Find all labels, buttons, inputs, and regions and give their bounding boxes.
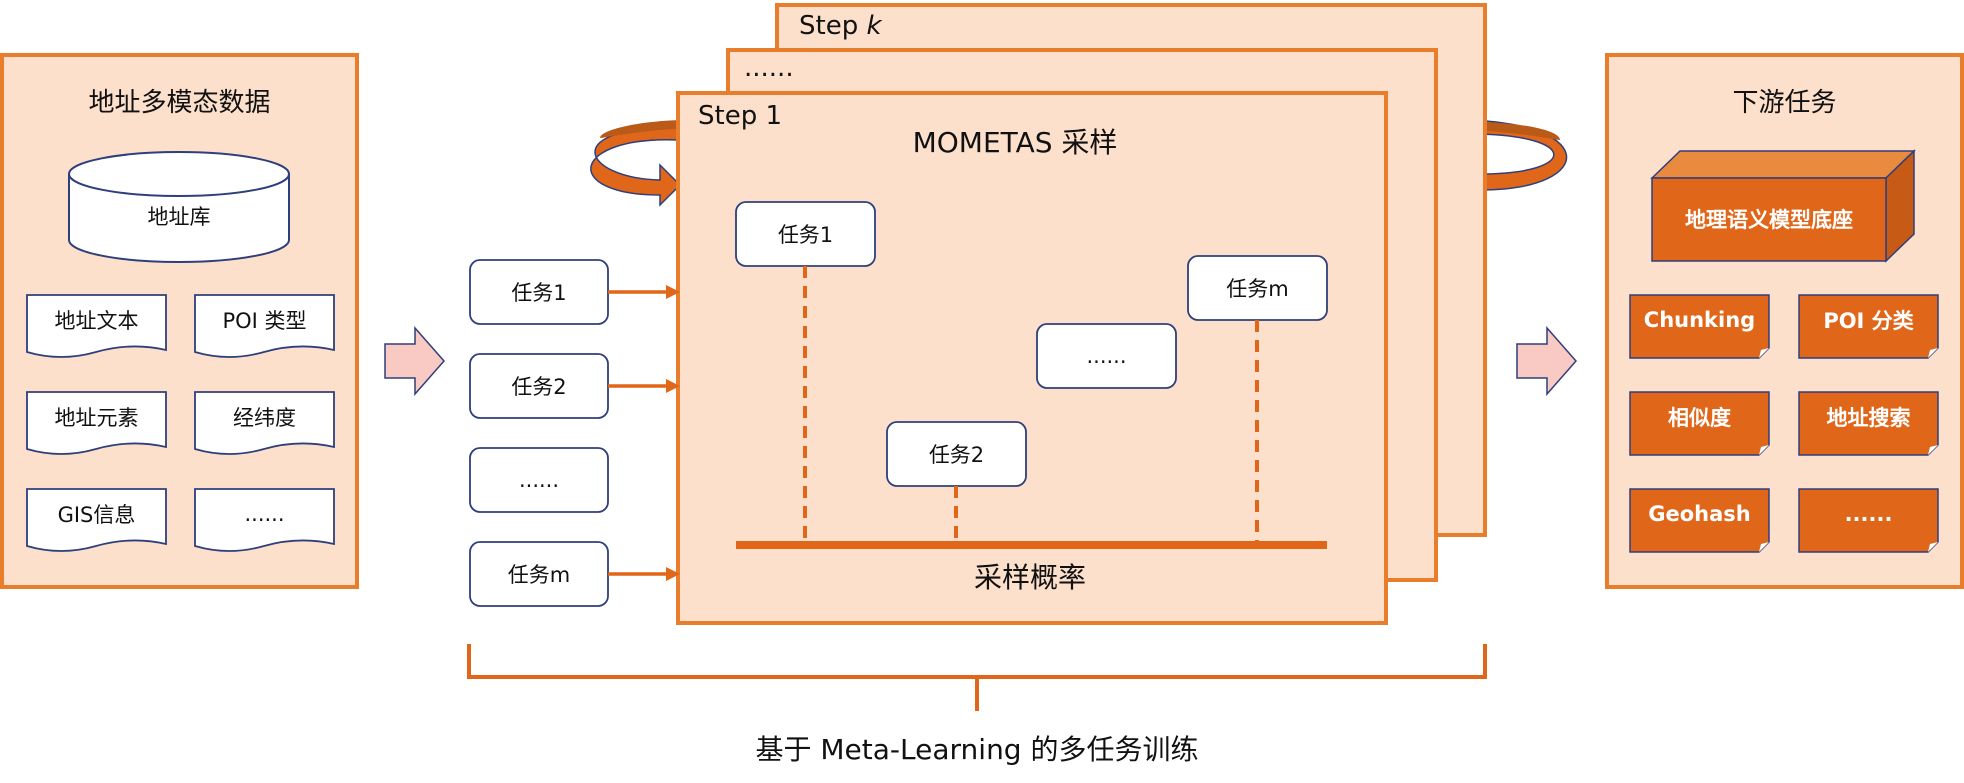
doc-label-4: 经纬度: [233, 406, 296, 430]
doc-label-2: POI 类型: [222, 309, 307, 333]
base-model-label: 地理语义模型底座: [1685, 208, 1853, 232]
doc-shape-2: [194, 294, 335, 358]
doc-label-3: 地址元素: [54, 406, 139, 430]
database-icon: [68, 151, 290, 263]
downstream-label-3: 相似度: [1668, 406, 1731, 430]
downstream-label-1: Chunking: [1643, 308, 1756, 332]
task-label-2: 任务2: [511, 375, 567, 399]
left-panel-title: 地址多模态数据: [88, 87, 271, 118]
step-1-label: Step 1: [698, 101, 783, 131]
downstream-label-4: 地址搜索: [1826, 406, 1911, 430]
sampling-axis: [736, 541, 1327, 549]
task-label-3: ......: [518, 468, 560, 492]
right-arrow-left: [384, 326, 445, 396]
downstream-label-5: Geohash: [1648, 502, 1751, 526]
sampling-axis-label: 采样概率: [973, 561, 1086, 594]
right-arrow-right: [1516, 326, 1577, 396]
downstream-label-6: ......: [1844, 502, 1893, 526]
step-k-label: Step k: [799, 8, 999, 44]
task-box-3: [469, 447, 609, 513]
doc-label-6: ......: [244, 502, 285, 526]
doc-shape-6: [194, 488, 335, 552]
loop-arrow-icon: [590, 119, 1568, 207]
doc-label-5: GIS信息: [57, 503, 136, 527]
step-k-var: k: [866, 11, 882, 41]
step-1-frame: [676, 91, 1388, 625]
doc-shape-5: [26, 488, 167, 552]
bottom-bracket: [467, 644, 1487, 711]
task-label-1: 任务1: [511, 281, 567, 305]
database-label: 地址库: [147, 205, 211, 229]
step-middle-label: ......: [744, 53, 794, 83]
step-k-prefix: Step: [799, 11, 867, 41]
right-panel-title: 下游任务: [1732, 87, 1837, 118]
sample-task-label-3: ......: [1086, 344, 1127, 368]
downstream-label-2: POI 分类: [1823, 309, 1914, 333]
sample-task-label-2: 任务2: [928, 443, 985, 467]
doc-shape-3: [26, 391, 167, 455]
sample-task-label-4: 任务m: [1226, 277, 1289, 301]
sample-task-label-1: 任务1: [777, 223, 834, 247]
doc-label-1: 地址文本: [54, 309, 139, 333]
diagram-caption: 基于 Meta-Learning 的多任务训练: [755, 733, 1199, 766]
sample-task-box-3: [1036, 323, 1177, 389]
task-label-4: 任务m: [507, 563, 571, 587]
doc-shape-4: [194, 391, 335, 455]
sampling-title: MOMETAS 采样: [912, 126, 1118, 159]
base-model-cube: [1650, 149, 1916, 263]
doc-shape-1: [26, 294, 167, 358]
